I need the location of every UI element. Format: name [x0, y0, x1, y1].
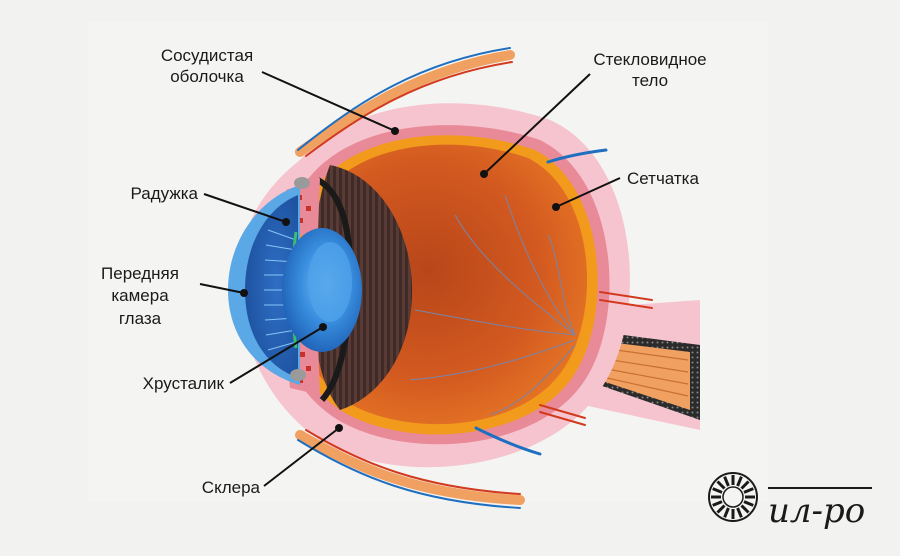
publisher-logo: ил-ро: [708, 472, 872, 531]
leader-retina: [555, 177, 621, 208]
label-anterior-chamber-line1: Передняя: [101, 264, 179, 283]
label-lens: Хрусталик: [143, 374, 225, 393]
leader-sclera: [263, 427, 340, 487]
leader-choroid: [261, 71, 396, 132]
label-retina: Сетчатка: [627, 169, 699, 188]
logo-emblem: [708, 472, 758, 522]
label-vitreous-line2: тело: [632, 71, 668, 90]
label-choroid-line2: оболочка: [170, 67, 244, 86]
logo-wordmark: ил-ро: [768, 491, 865, 531]
ciliary-muscle: [290, 177, 310, 381]
lens-nucleus: [308, 242, 352, 322]
leader-lines: [199, 71, 621, 487]
retinal-vessels: [409, 194, 576, 416]
label-vitreous-line1: Стекловидное: [593, 50, 706, 69]
label-sclera: Склера: [202, 478, 261, 497]
ciliary-body: [312, 165, 413, 410]
leader-dots: [240, 127, 560, 432]
external-vessels: [295, 47, 653, 509]
label-anterior-chamber-line3: глаза: [119, 309, 162, 328]
label-iris: Радужка: [131, 184, 199, 203]
label-anterior-chamber-line2: камера: [111, 286, 169, 305]
leader-anterior-chamber: [199, 283, 245, 294]
leader-iris: [203, 193, 287, 223]
leader-vitreous: [483, 73, 591, 175]
leader-lens: [229, 326, 324, 384]
label-choroid-line1: Сосудистая: [161, 46, 253, 65]
